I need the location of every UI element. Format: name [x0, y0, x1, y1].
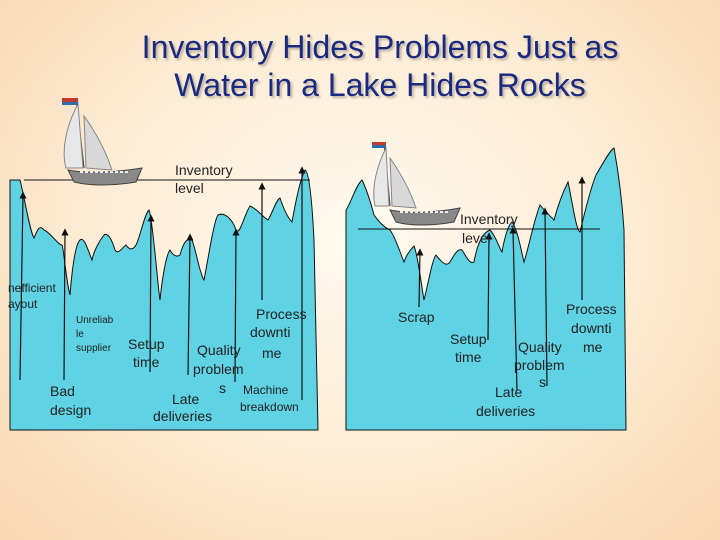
left-inventory-label: Inventory level	[175, 162, 236, 196]
left-label-machine-breakdown: Machine breakdown	[240, 383, 299, 414]
left-label-late-deliveries: Late deliveries	[153, 391, 212, 424]
left-label-process-downtime: Process downti me	[250, 306, 310, 361]
title-line-2: Water in a Lake Hides Rocks	[174, 67, 586, 103]
right-arrow-setup-time	[485, 232, 493, 341]
left-label-bad-design: Bad design	[50, 383, 91, 418]
title-line-1: Inventory Hides Problems Just as	[141, 29, 619, 65]
left-label-unreliable-supplier: Unreliab le supplier	[76, 315, 116, 354]
left-sailboat-icon	[62, 97, 143, 186]
right-label-process-downtime: Process downti me	[566, 301, 620, 355]
left-label-setup-time: Setup time	[128, 336, 168, 370]
left-lake	[9, 166, 319, 431]
right-arrow-scrap	[416, 248, 424, 308]
right-lake	[345, 147, 627, 431]
right-label-setup-time: Setup time	[450, 331, 490, 365]
right-label-quality-problems: Quality problem s	[514, 339, 568, 390]
right-label-scrap: Scrap	[398, 309, 435, 325]
right-arrow-late-deliveries	[509, 226, 518, 391]
right-inventory-label: Inventory level	[460, 211, 521, 246]
left-lake-water	[9, 169, 319, 431]
right-arrow-quality-problems	[541, 207, 549, 387]
right-lake-water	[345, 147, 627, 431]
slide-title: Inventory Hides Problems Just as Water i…	[60, 28, 700, 104]
left-arrow-late-deliveries	[186, 233, 194, 376]
left-arrow-bad-design	[61, 228, 69, 381]
right-label-late-deliveries: Late deliveries	[476, 384, 535, 419]
right-sailboat-icon	[372, 141, 461, 226]
left-arrow-setup-time	[147, 214, 155, 373]
left-arrow-inefficient-layout	[19, 191, 27, 381]
left-arrow-quality-problems	[232, 228, 240, 383]
left-label-quality-problems: Quality problem s	[193, 342, 247, 396]
left-label-inefficient-layout: nefficient ayout	[8, 281, 59, 311]
